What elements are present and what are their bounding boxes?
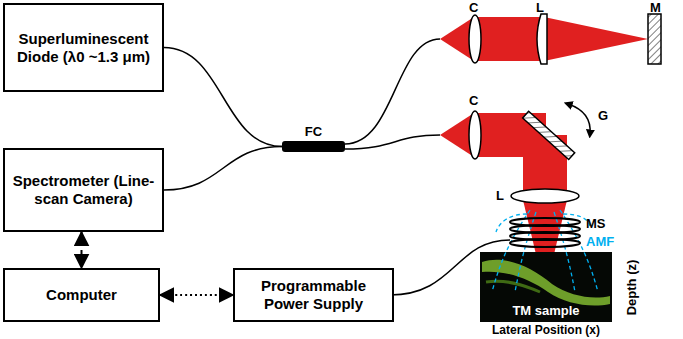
fiber: [164, 48, 282, 147]
part-label: G: [598, 108, 608, 123]
fiber: [345, 135, 440, 149]
solenoid-coil: [510, 218, 580, 247]
node-text: Spectrometer (Line-scan Camera): [9, 172, 158, 208]
part-label: MS: [586, 216, 606, 231]
computer-box: Computer: [3, 268, 160, 322]
fiber: [345, 39, 440, 144]
mirror: [648, 14, 661, 64]
sample-label: TM sample: [480, 303, 612, 318]
fiber: [164, 147, 282, 191]
node-text: FC: [282, 124, 345, 139]
power-supply-box: Programmable Power Supply: [233, 268, 394, 322]
objective-lens: [511, 189, 579, 203]
source-box: Superluminescent Diode (λ0 ~1.3 μm): [3, 3, 164, 92]
data-link: [160, 294, 233, 296]
node-text: Computer: [46, 286, 117, 304]
sample-tissue: [482, 260, 610, 306]
spectrometer-box: Spectrometer (Line-scan Camera): [3, 148, 164, 232]
fiber-coupler: FC: [282, 141, 345, 152]
scan-arrow: [568, 104, 590, 134]
lens: [537, 14, 547, 64]
galvo-mirror: [523, 111, 575, 159]
node-text: Superluminescent Diode (λ0 ~1.3 μm): [9, 30, 158, 66]
part-label: C: [469, 0, 478, 15]
axis-label: Lateral Position (x): [480, 323, 612, 337]
part-label: L: [536, 0, 544, 15]
node-text: Programmable Power Supply: [239, 277, 388, 313]
coil-wire: [390, 240, 510, 295]
part-label: L: [496, 188, 504, 203]
field-label: AMF: [586, 234, 614, 249]
field-lines: [492, 210, 598, 292]
sample-image: [480, 252, 612, 322]
part-label: M: [650, 0, 661, 15]
collimator-lens: [469, 15, 481, 63]
data-link: [81, 232, 83, 268]
collimator-lens: [469, 111, 481, 159]
axis-label: Depth (z): [624, 259, 639, 315]
part-label: C: [469, 93, 478, 108]
